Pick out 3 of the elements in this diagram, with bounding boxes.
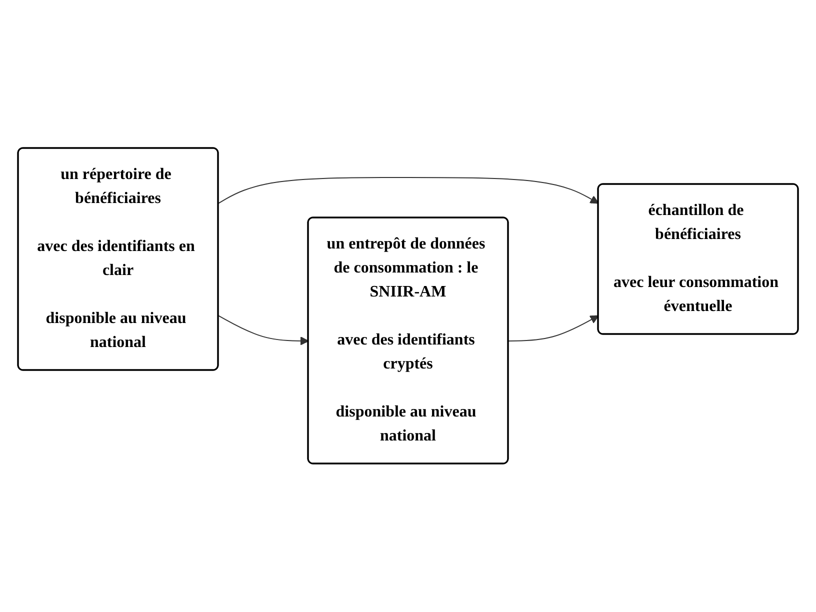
arrow [218,177,599,204]
arrow [508,316,599,342]
arrow [218,315,309,346]
